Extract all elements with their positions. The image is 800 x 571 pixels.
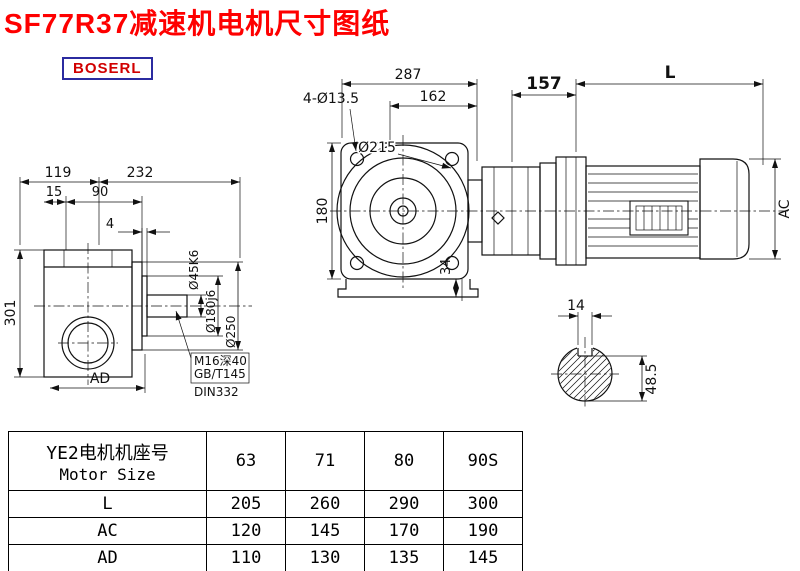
value-AD-71: 130: [285, 544, 365, 571]
dimension-drawing: 301 119 232 15 90 4 AD: [3, 63, 793, 409]
front-view-flange: 287 162 4-Ø13.5 Ø215 180 34: [303, 67, 479, 301]
dim-14: 14: [567, 298, 585, 314]
col-frame-63: 63: [206, 431, 286, 491]
dim-301: 301: [3, 300, 19, 327]
page-title: SF77R37减速机电机尺寸图纸: [4, 8, 391, 39]
dim-bore-215: Ø215: [358, 140, 396, 156]
dim-180: 180: [315, 198, 331, 225]
value-AC-63: 120: [206, 517, 286, 545]
shaft-cross-section: 14 48.5: [551, 298, 660, 409]
value-L-90s: 300: [443, 490, 523, 518]
dim-AD: AD: [90, 371, 110, 387]
boserl-logo-text: BOSERL: [73, 60, 142, 77]
value-AC-80: 170: [364, 517, 444, 545]
note-tap-hole: M16深40: [194, 354, 247, 368]
dim-157: 157: [526, 74, 562, 94]
dim-15: 15: [46, 185, 63, 200]
dim-spigot-dia: Ø180j6: [204, 290, 218, 333]
col-frame-80: 80: [364, 431, 444, 491]
dim-flange-dia: Ø250: [224, 316, 238, 348]
col-frame-71: 71: [285, 431, 365, 491]
dim-L: L: [665, 63, 676, 83]
table-header-cn: YE2电机机座号: [46, 442, 169, 464]
dim-34: 34: [439, 258, 454, 275]
table-header-en: Motor Size: [59, 464, 156, 484]
motor-size-table: YE2电机机座号 Motor Size 63 71 80 90S L 205 2…: [8, 431, 523, 571]
note-gb-standard: GB/T145: [194, 367, 246, 381]
boserl-logo: BOSERL: [62, 57, 153, 80]
dim-AC: AC: [777, 199, 793, 218]
dim-48-5: 48.5: [644, 363, 660, 394]
note-din-standard: DIN332: [194, 385, 239, 399]
value-L-80: 290: [364, 490, 444, 518]
dim-162: 162: [420, 89, 447, 105]
value-AC-90s: 190: [443, 517, 523, 545]
value-AC-71: 145: [285, 517, 365, 545]
dim-232: 232: [127, 165, 154, 181]
col-frame-90s: 90S: [443, 431, 523, 491]
table-header-cell: YE2电机机座号 Motor Size: [8, 431, 207, 491]
value-L-71: 260: [285, 490, 365, 518]
dim-90: 90: [92, 185, 109, 200]
row-label-AC: AC: [8, 517, 207, 545]
row-label-L: L: [8, 490, 207, 518]
table-header-row: YE2电机机座号 Motor Size 63 71 80 90S: [8, 431, 523, 491]
left-view-gearbox: 301 119 232 15 90 4 AD: [3, 165, 252, 399]
value-AD-80: 135: [364, 544, 444, 571]
dim-bolt-holes: 4-Ø13.5: [303, 91, 359, 107]
value-AD-63: 110: [206, 544, 286, 571]
dim-4: 4: [106, 217, 114, 232]
table-row-L: L 205 260 290 300: [8, 490, 523, 518]
value-AD-90s: 145: [443, 544, 523, 571]
table-row-AD: AD 110 130 135 145: [8, 544, 523, 571]
table-row-AC: AC 120 145 170 190: [8, 517, 523, 545]
value-L-63: 205: [206, 490, 286, 518]
dim-287: 287: [395, 67, 422, 83]
dim-119: 119: [45, 165, 72, 181]
row-label-AD: AD: [8, 544, 207, 571]
motor-side-view: 157 L AC: [330, 63, 793, 266]
dim-shaft-dia: Ø45K6: [187, 250, 201, 290]
